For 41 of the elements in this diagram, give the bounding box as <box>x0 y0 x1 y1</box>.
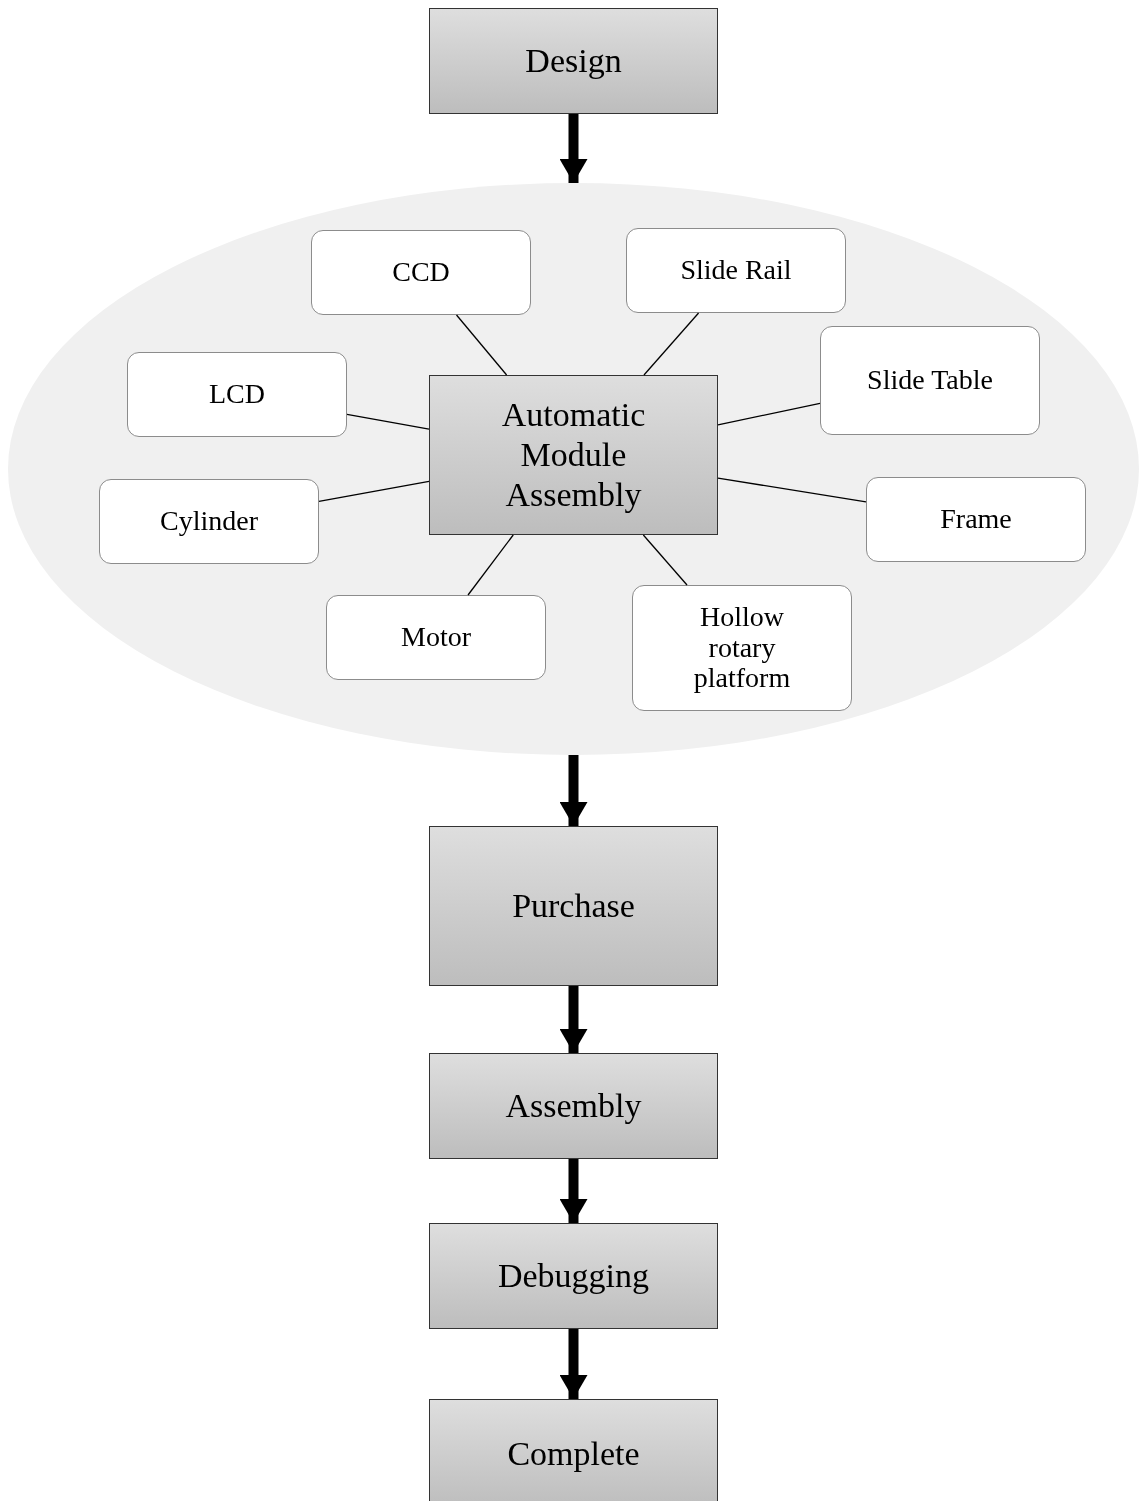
node-label: LCD <box>209 379 265 410</box>
component-box <box>311 230 531 315</box>
component-box <box>626 228 846 313</box>
process-box <box>429 826 718 986</box>
connector-line <box>642 534 688 586</box>
node-label: Slide Table <box>867 365 993 396</box>
node-label: Design <box>525 40 622 81</box>
block-arrow <box>559 1159 588 1223</box>
node-label: Slide Rail <box>680 255 792 286</box>
block-arrow <box>559 986 588 1053</box>
component-box <box>820 326 1040 435</box>
process-box <box>429 1053 718 1159</box>
process-box <box>429 1223 718 1329</box>
block-arrow <box>559 114 588 183</box>
block-arrow <box>559 755 588 826</box>
node-label: Assembly <box>505 1085 642 1126</box>
process-box <box>429 8 718 114</box>
node-label: Complete <box>507 1433 640 1474</box>
connector-line <box>467 534 514 596</box>
connector-line <box>455 314 508 376</box>
component-box <box>127 352 347 437</box>
component-box <box>866 477 1086 562</box>
node-label: Hollow rotary platform <box>692 601 792 695</box>
connector-line <box>318 480 430 503</box>
node-label: Frame <box>940 504 1012 535</box>
component-box <box>99 479 319 564</box>
process-box <box>429 1399 718 1501</box>
connector-line <box>643 312 700 376</box>
connector-line <box>717 477 867 503</box>
node-label: Debugging <box>497 1255 650 1296</box>
node-label: Purchase <box>512 885 635 926</box>
node-label: Automatic Module Assembly <box>500 394 647 516</box>
node-label: Motor <box>401 622 471 653</box>
node-label: CCD <box>392 257 450 288</box>
component-box <box>632 585 852 711</box>
component-box <box>326 595 546 680</box>
process-box <box>429 375 718 535</box>
block-arrow <box>559 1329 588 1399</box>
connector-line <box>346 413 430 430</box>
connector-line <box>717 402 821 426</box>
node-label: Cylinder <box>160 506 258 537</box>
